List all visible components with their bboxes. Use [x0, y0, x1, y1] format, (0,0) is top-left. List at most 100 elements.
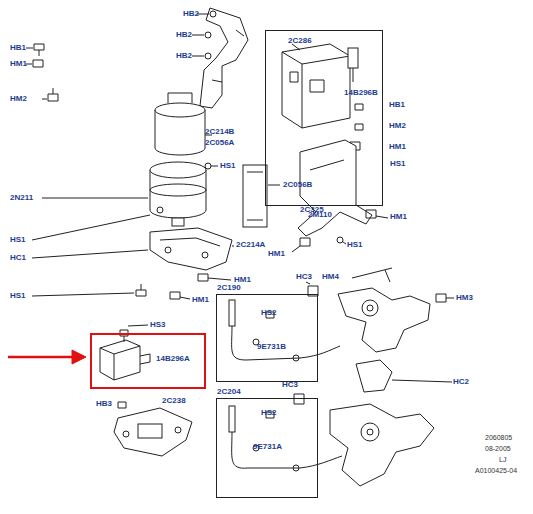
lower-mount-bracket	[180, 297, 190, 299]
accumulator-body	[32, 215, 150, 240]
sensor-bracket	[118, 402, 126, 408]
assembly-box: 2C28614B296B2M110	[265, 30, 383, 206]
modulator-bracket	[292, 246, 300, 252]
callout-label: HB2	[176, 31, 192, 39]
wheel-speed-sensor	[229, 282, 342, 471]
abs-modulator	[355, 104, 363, 110]
callout-label: HM1	[389, 143, 406, 151]
callout-label: HM1	[390, 213, 407, 221]
yaw-rate-sensor	[120, 330, 128, 342]
front-knuckle	[356, 360, 392, 392]
ecu-module	[243, 165, 280, 227]
callout-label: HS1	[10, 236, 26, 244]
wheel-speed-sensor	[306, 282, 310, 284]
ecu-module	[247, 172, 263, 173]
fastener	[26, 11, 216, 101]
accumulator-body	[150, 162, 206, 178]
lower-mount-bracket	[202, 252, 208, 258]
lower-mount-bracket	[160, 238, 220, 246]
callout-label: HS1	[347, 241, 363, 249]
callout-label: HM3	[456, 294, 473, 302]
modulator-bracket	[337, 237, 343, 243]
fastener	[205, 32, 211, 38]
lower-mount-bracket	[32, 293, 134, 296]
callout-label: HM4	[322, 273, 339, 281]
sensor-bracket	[114, 408, 192, 456]
fastener	[34, 44, 44, 56]
part-number: 14B296A	[156, 355, 190, 363]
part-number: 2C190	[217, 284, 241, 292]
upper-bracket	[200, 8, 248, 108]
abs-modulator	[355, 124, 363, 130]
upper-mount	[168, 93, 192, 103]
accumulator-body	[211, 166, 218, 167]
lower-mount-bracket	[165, 247, 171, 253]
drawing-reference: A0100425-04	[475, 467, 517, 474]
highlight-box: 14B296A	[90, 333, 206, 389]
fastener	[48, 88, 58, 101]
lower-mount-bracket	[232, 246, 234, 247]
front-knuckle	[338, 288, 430, 352]
part-number: HS2	[261, 409, 277, 417]
part-number: 9E731B	[257, 343, 286, 351]
modulator-bracket	[310, 160, 344, 170]
callout-label: HM1	[234, 276, 251, 284]
callout-label: HC2	[453, 378, 469, 386]
red-pointer-arrow	[8, 356, 74, 359]
front-knuckle	[367, 305, 373, 311]
callout-label: 2C325	[300, 206, 324, 214]
fastener	[210, 11, 216, 17]
front-knuckle	[338, 268, 454, 392]
drawing-reference: LJ	[499, 456, 506, 463]
modulator-bracket	[343, 242, 346, 244]
part-number: 14B296B	[344, 89, 378, 97]
wheel-speed-sensor	[232, 432, 342, 468]
callout-label: HB1	[389, 101, 405, 109]
callout-label: HM2	[10, 95, 27, 103]
lower-mount-bracket	[136, 284, 146, 296]
callout-label: HM1	[192, 296, 209, 304]
accumulator-body	[150, 184, 206, 196]
callout-label: 2C238	[162, 397, 186, 405]
drawing-reference: 2060805	[485, 434, 512, 441]
lower-mount-bracket	[150, 228, 232, 270]
ecu-module	[243, 165, 267, 227]
modulator-bracket	[366, 210, 376, 218]
wheel-speed-sensor	[229, 406, 235, 432]
lower-mount-bracket	[198, 274, 208, 281]
callout-label: HB3	[96, 400, 112, 408]
rear-knuckle	[367, 429, 373, 435]
yaw-rate-sensor	[100, 340, 140, 380]
sensor-bracket	[175, 427, 181, 433]
accumulator-body	[157, 207, 163, 213]
yaw-rate-sensor	[140, 354, 150, 364]
front-knuckle	[446, 298, 454, 299]
sensor-bracket	[123, 431, 129, 437]
callout-label: HC1	[10, 254, 26, 262]
callout-label: HB1	[10, 44, 26, 52]
sensor-group-box: 2C204HS29E731A	[216, 398, 318, 498]
callout-label: 2C214A	[236, 241, 265, 249]
wheel-speed-sensor	[293, 465, 299, 471]
wheel-speed-sensor	[229, 300, 235, 326]
fastener	[26, 48, 33, 49]
abs-modulator	[290, 72, 324, 92]
callout-label: HM1	[10, 60, 27, 68]
accumulator-body	[172, 218, 184, 226]
wheel-speed-sensor	[293, 355, 299, 361]
accumulator-body	[205, 163, 211, 169]
callout-label: HM2	[389, 122, 406, 130]
fastener	[42, 99, 47, 100]
rear-knuckle	[330, 404, 434, 486]
wheel-speed-sensor	[232, 326, 340, 360]
lower-mount-bracket	[208, 278, 231, 280]
sensor-bracket	[114, 402, 192, 456]
rear-knuckle	[330, 404, 434, 486]
wheel-speed-sensor	[294, 394, 304, 404]
front-knuckle	[436, 294, 446, 302]
callout-label: HC3	[296, 273, 312, 281]
callout-label: HS1	[390, 160, 406, 168]
front-knuckle	[362, 300, 378, 316]
callout-label: HC3	[282, 381, 298, 389]
